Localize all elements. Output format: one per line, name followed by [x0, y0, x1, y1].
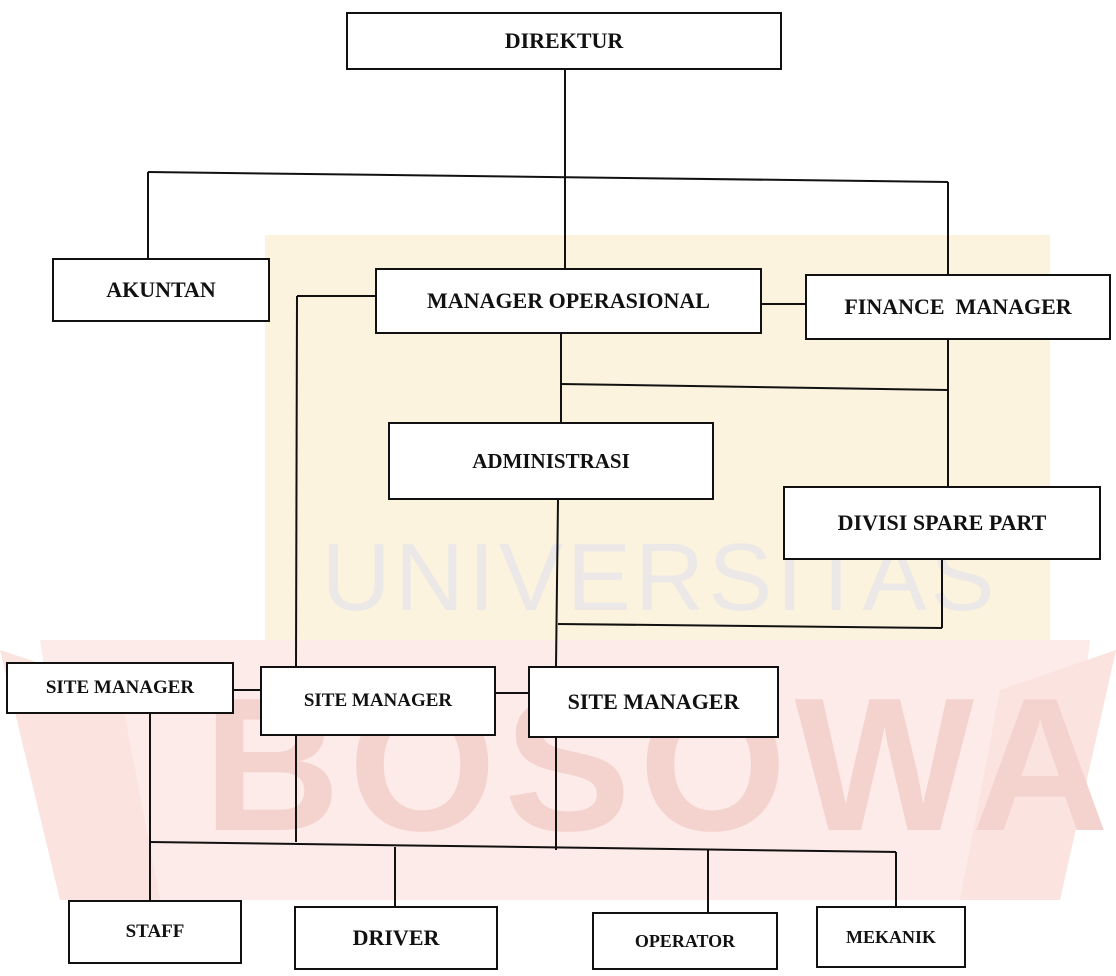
site-manager-left-label: SITE MANAGER [45, 677, 195, 698]
driver-box: DRIVER [294, 906, 498, 970]
connector [560, 383, 949, 391]
mekanik-label: MEKANIK [846, 926, 936, 947]
finance-manager-box: FINANCE MANAGER [805, 274, 1111, 340]
site-manager-right-box: SITE MANAGER [528, 666, 779, 738]
site-manager-center-label: SITE MANAGER [303, 690, 453, 711]
divisi-spare-part-label: DIVISI SPARE PART [837, 510, 1047, 535]
direktur-box: DIREKTUR [346, 12, 782, 70]
connector [295, 295, 298, 667]
connector [557, 623, 943, 629]
site-manager-right-label: SITE MANAGER [567, 689, 740, 714]
connector [149, 841, 897, 853]
site-manager-left-box: SITE MANAGER [6, 662, 234, 714]
driver-label: DRIVER [352, 925, 440, 950]
administrasi-box: ADMINISTRASI [388, 422, 714, 500]
manager-operasional-label: MANAGER OPERASIONAL [427, 288, 710, 313]
administrasi-label: ADMINISTRASI [472, 448, 630, 473]
akuntan-box: AKUNTAN [52, 258, 270, 322]
operator-box: OPERATOR [592, 912, 778, 970]
finance-manager-label: FINANCE MANAGER [844, 294, 1072, 319]
mekanik-box: MEKANIK [816, 906, 966, 968]
operator-label: OPERATOR [634, 930, 736, 951]
staff-label: STAFF [125, 921, 185, 942]
watermark-wing-right [960, 650, 1116, 900]
direktur-label: DIREKTUR [504, 28, 624, 53]
site-manager-center-box: SITE MANAGER [260, 666, 496, 736]
connector [147, 171, 949, 183]
divisi-spare-part-box: DIVISI SPARE PART [783, 486, 1101, 560]
staff-box: STAFF [68, 900, 242, 964]
manager-operasional-box: MANAGER OPERASIONAL [375, 268, 762, 334]
akuntan-label: AKUNTAN [106, 277, 216, 302]
connector [555, 499, 559, 667]
